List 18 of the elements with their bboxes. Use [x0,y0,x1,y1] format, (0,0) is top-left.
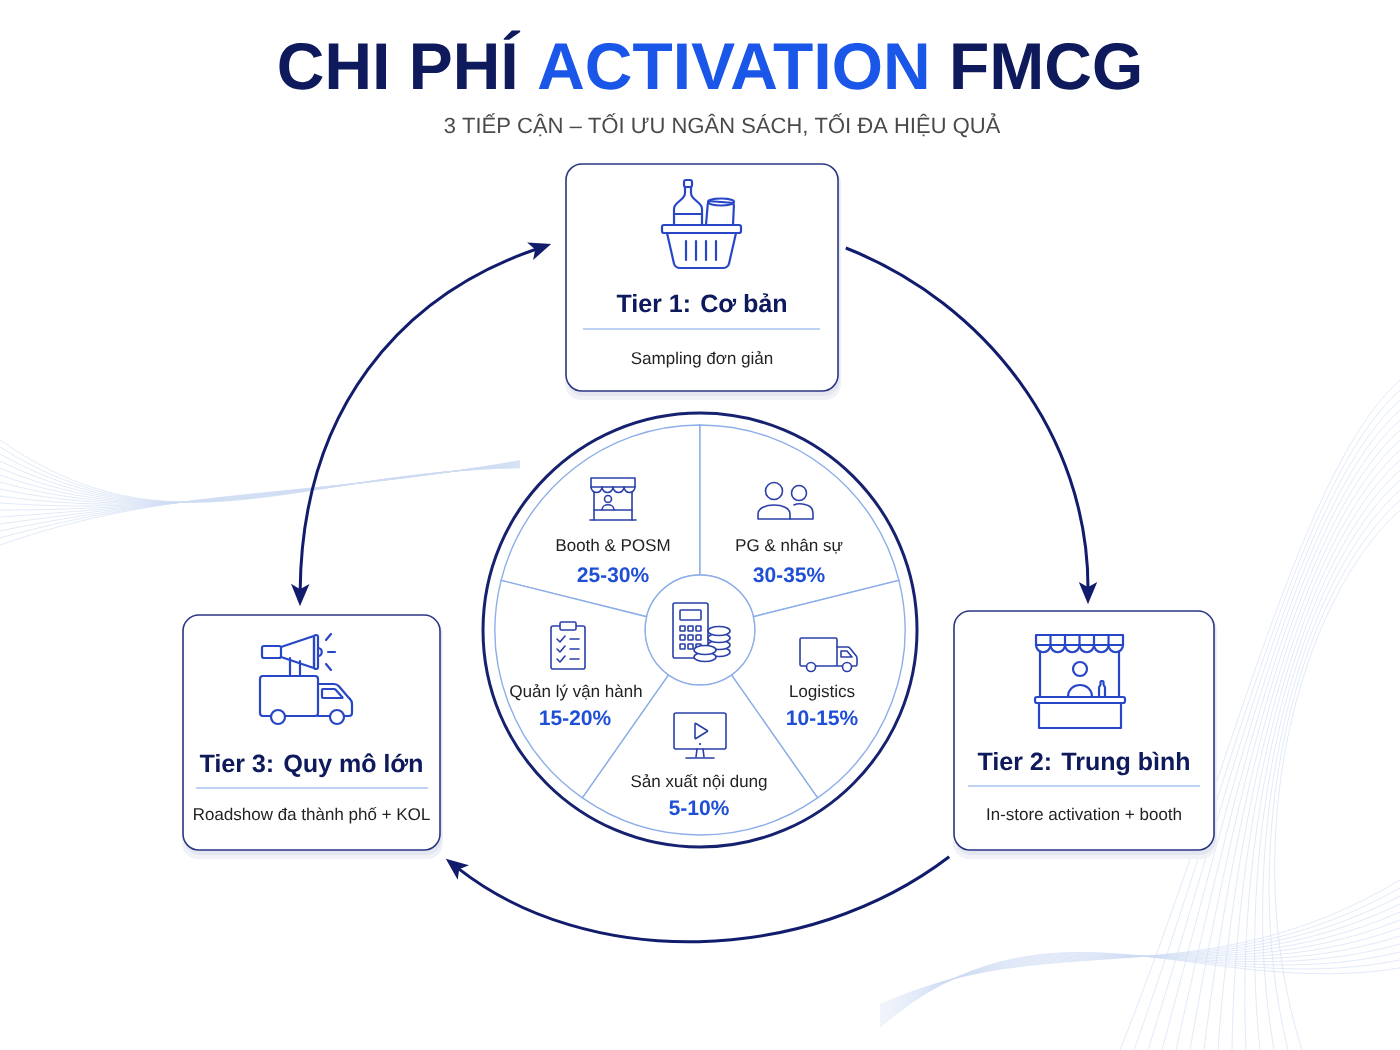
percentage: 10-15% [787,710,858,726]
segment-label: PG & nhân sự [736,538,843,554]
segment-label: Quản lý vận hành [510,684,642,701]
segment-label: Logistics [790,684,855,701]
card-heading: Tier 1: Cơ bản [616,293,786,313]
card-text: Sampling đơn giản [631,351,773,368]
percentage: 25-30% [577,567,649,583]
subtitle: 3 TIẾP CẬN – TỐI ƯU NGÂN SÁCH, TỐI ĐA HIỆU QUẢ [444,113,1001,138]
card-heading: Tier 2: Trung bình [977,751,1189,776]
segment-label: Booth & POSM [556,538,670,552]
card-heading: Tier 3: Quy mô lớn [199,753,422,778]
percentage: 5-10% [669,800,729,816]
title: CHI PHÍ ACTIVATION FMCG [279,30,1140,90]
card-text: In-store activation + booth [987,807,1181,821]
segment-label: Sản xuất nội dung [631,773,767,791]
card-text: Roadshow đa thành phố + KOL [194,806,430,824]
percentage: 30-35% [753,567,825,583]
percentage: 15-20% [540,710,611,726]
